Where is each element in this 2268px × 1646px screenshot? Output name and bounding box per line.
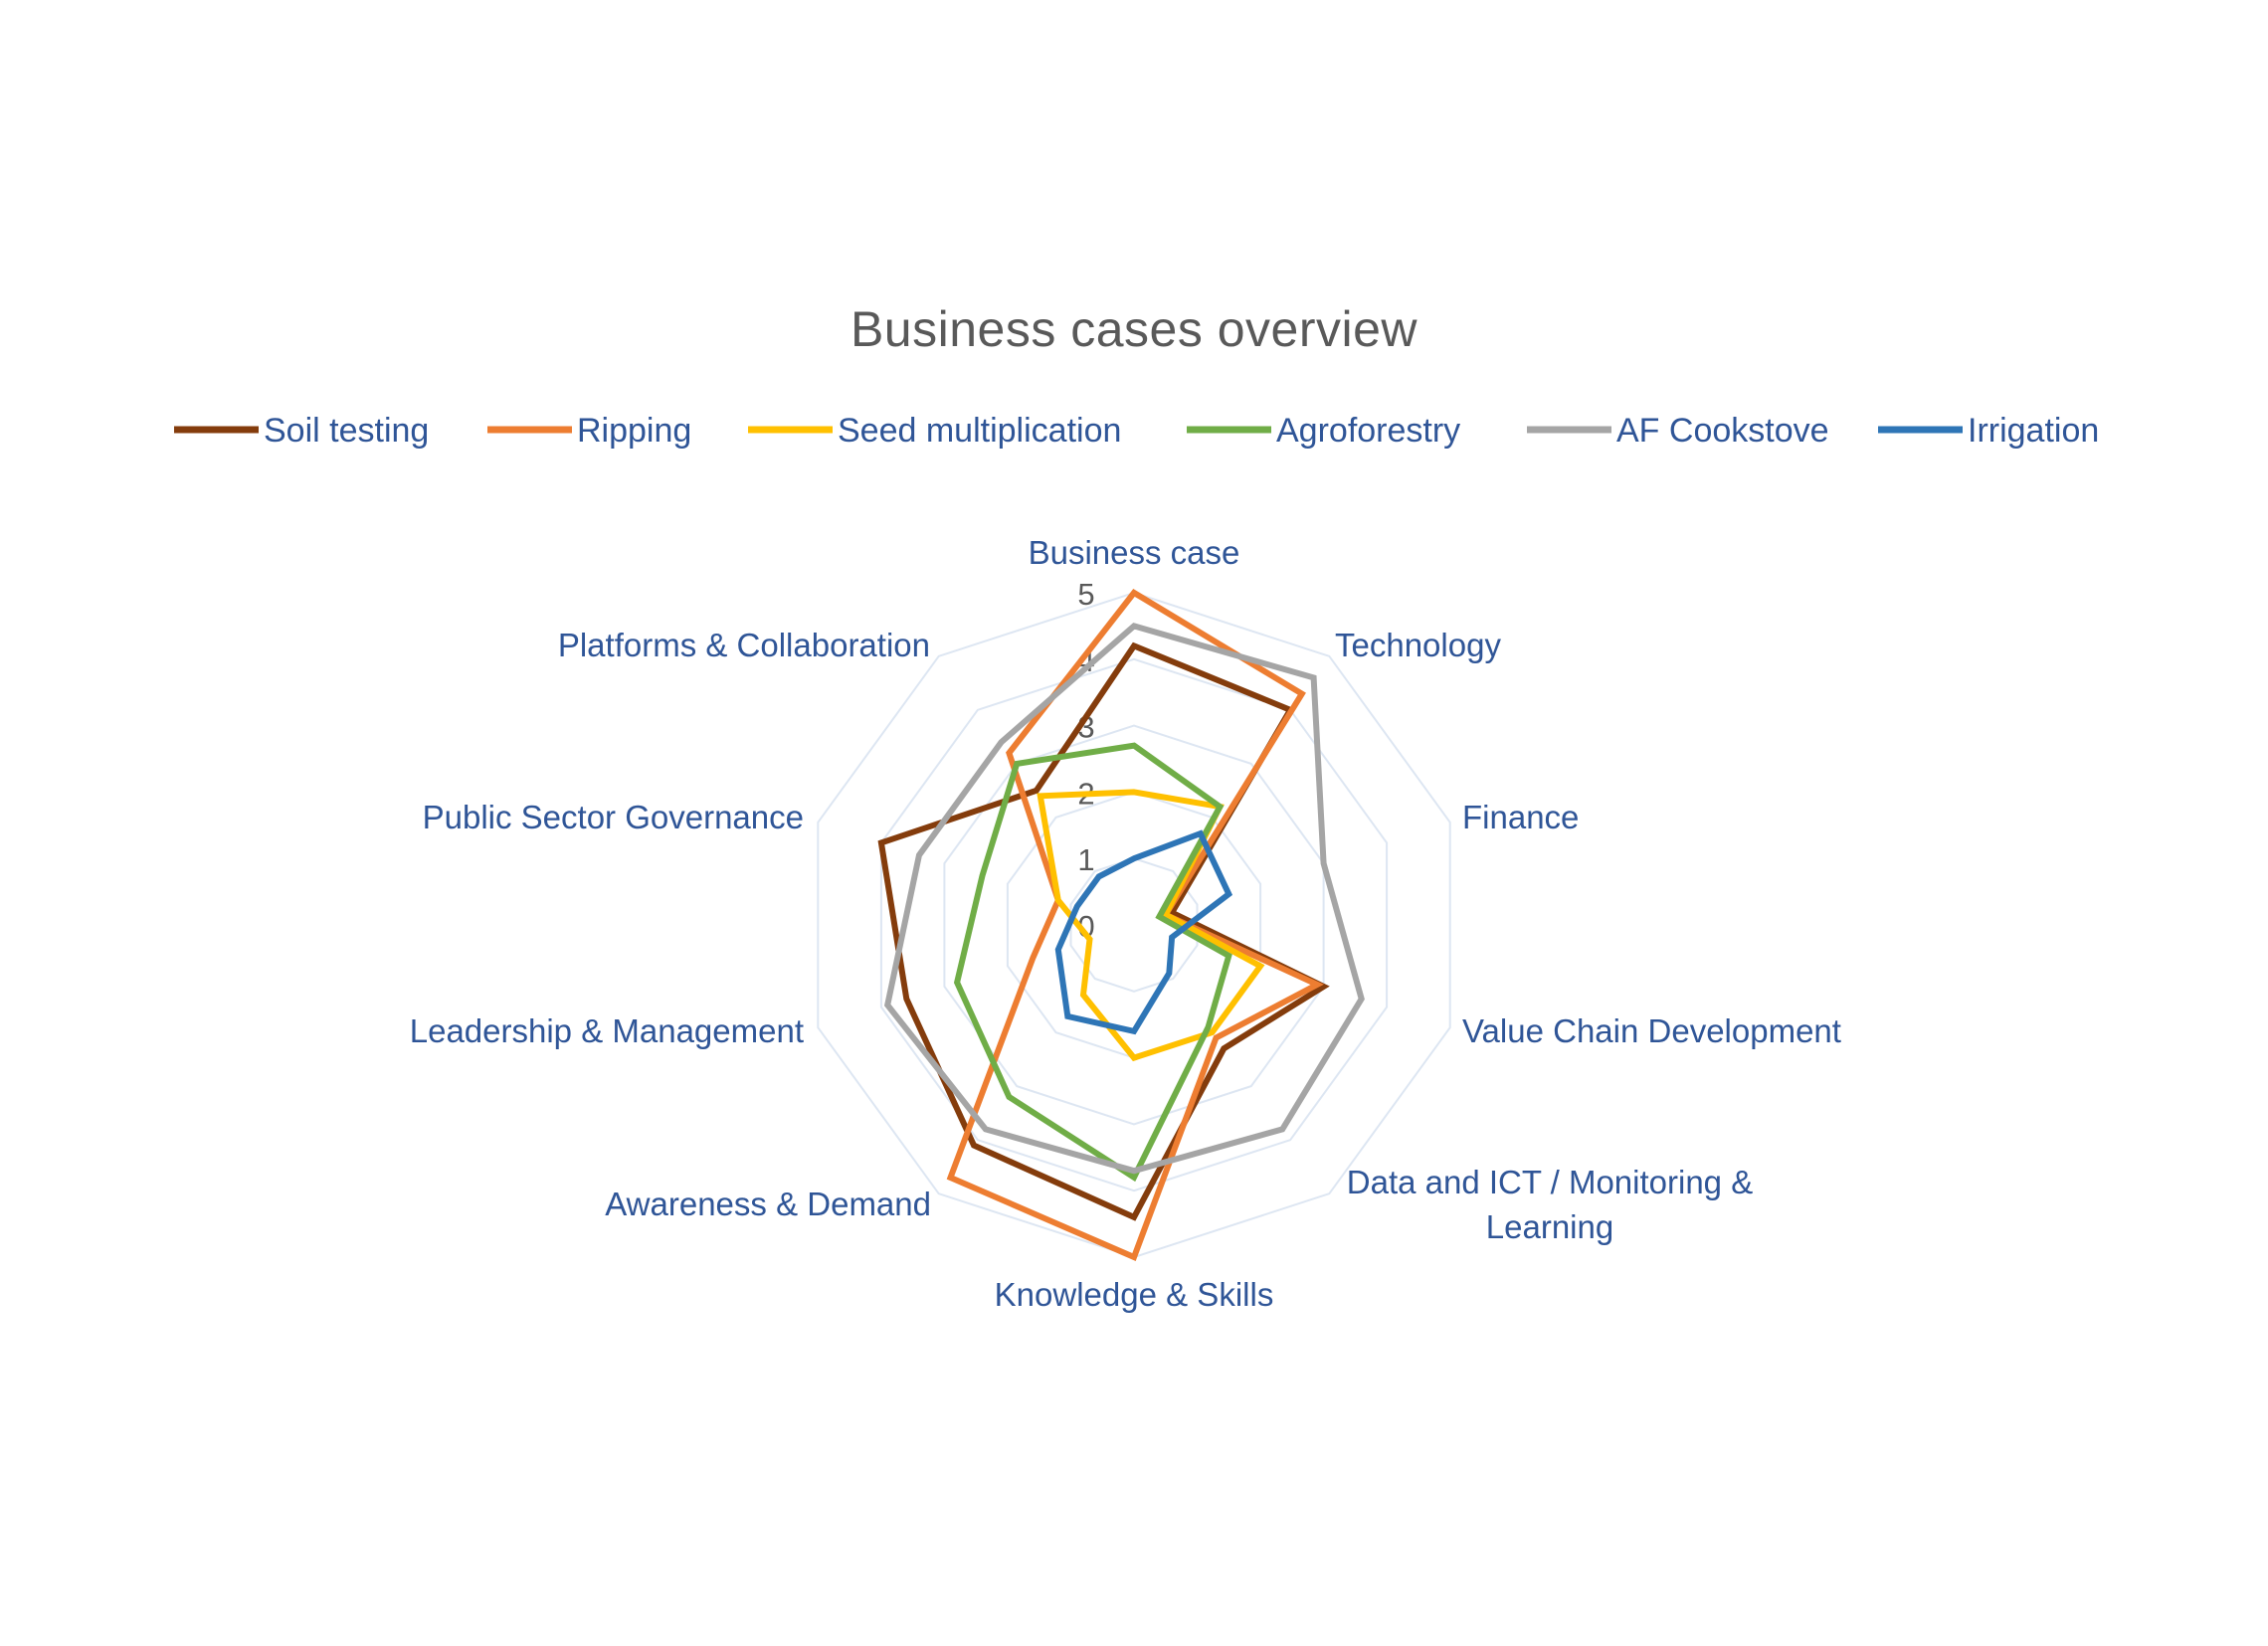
legend-label-ripping: Ripping [577,412,691,450]
legend-item-af-cookstove: AF Cookstove [1527,412,1829,450]
legend-item-irrigation: Irrigation [1878,412,2099,450]
category-label-awareness-demand: Awareness & Demand [605,1186,931,1222]
series-seed-multiplication [1037,789,1265,1062]
legend-label-af-cookstove: AF Cookstove [1616,412,1829,450]
category-label-value-chain-development: Value Chain Development [1462,1012,1841,1049]
category-label-finance: Finance [1462,799,1579,835]
series-lines [877,589,1365,1262]
chart-title: Business cases overview [850,301,1418,357]
tick-label-0: 0 [1077,909,1094,944]
category-label-data-and-ict-monitoring-learning: Data and ICT / Monitoring &Learning [1347,1164,1753,1245]
legend-item-soil-testing: Soil testing [174,412,429,450]
series-ripping [946,589,1324,1262]
legend-label-irrigation: Irrigation [1968,412,2099,450]
category-label-knowledge-skills: Knowledge & Skills [995,1276,1274,1313]
series-soil-testing [877,641,1330,1221]
category-label-technology: Technology [1335,627,1501,663]
tick-label-1: 1 [1077,842,1094,877]
tick-label-5: 5 [1077,577,1094,612]
legend-label-seed-multiplication: Seed multiplication [838,412,1121,450]
series-agroforestry [953,742,1232,1183]
legend-label-agroforestry: Agroforestry [1276,412,1460,450]
grid-ring-1 [1069,857,1199,993]
chart-legend: Soil testing Ripping Seed multiplication Ag… [174,412,2099,450]
legend-item-ripping: Ripping [487,412,691,450]
grid-ring-3 [943,724,1325,1126]
radar-grid [817,591,1451,1259]
grid-ring-4 [879,657,1389,1192]
grid-ring-5 [817,591,1451,1259]
legend-item-seed-multiplication: Seed multiplication [748,412,1121,450]
category-label-platforms-collaboration: Platforms & Collaboration [558,627,930,663]
series-af-cookstove [883,623,1365,1175]
series-irrigation [1054,829,1233,1035]
legend-label-soil-testing: Soil testing [264,412,429,450]
legend-item-agroforestry: Agroforestry [1187,412,1460,450]
category-label-leadership-management: Leadership & Management [410,1012,804,1049]
category-label-public-sector-governance: Public Sector Governance [423,799,804,835]
category-label-business-case: Business case [1029,534,1240,571]
